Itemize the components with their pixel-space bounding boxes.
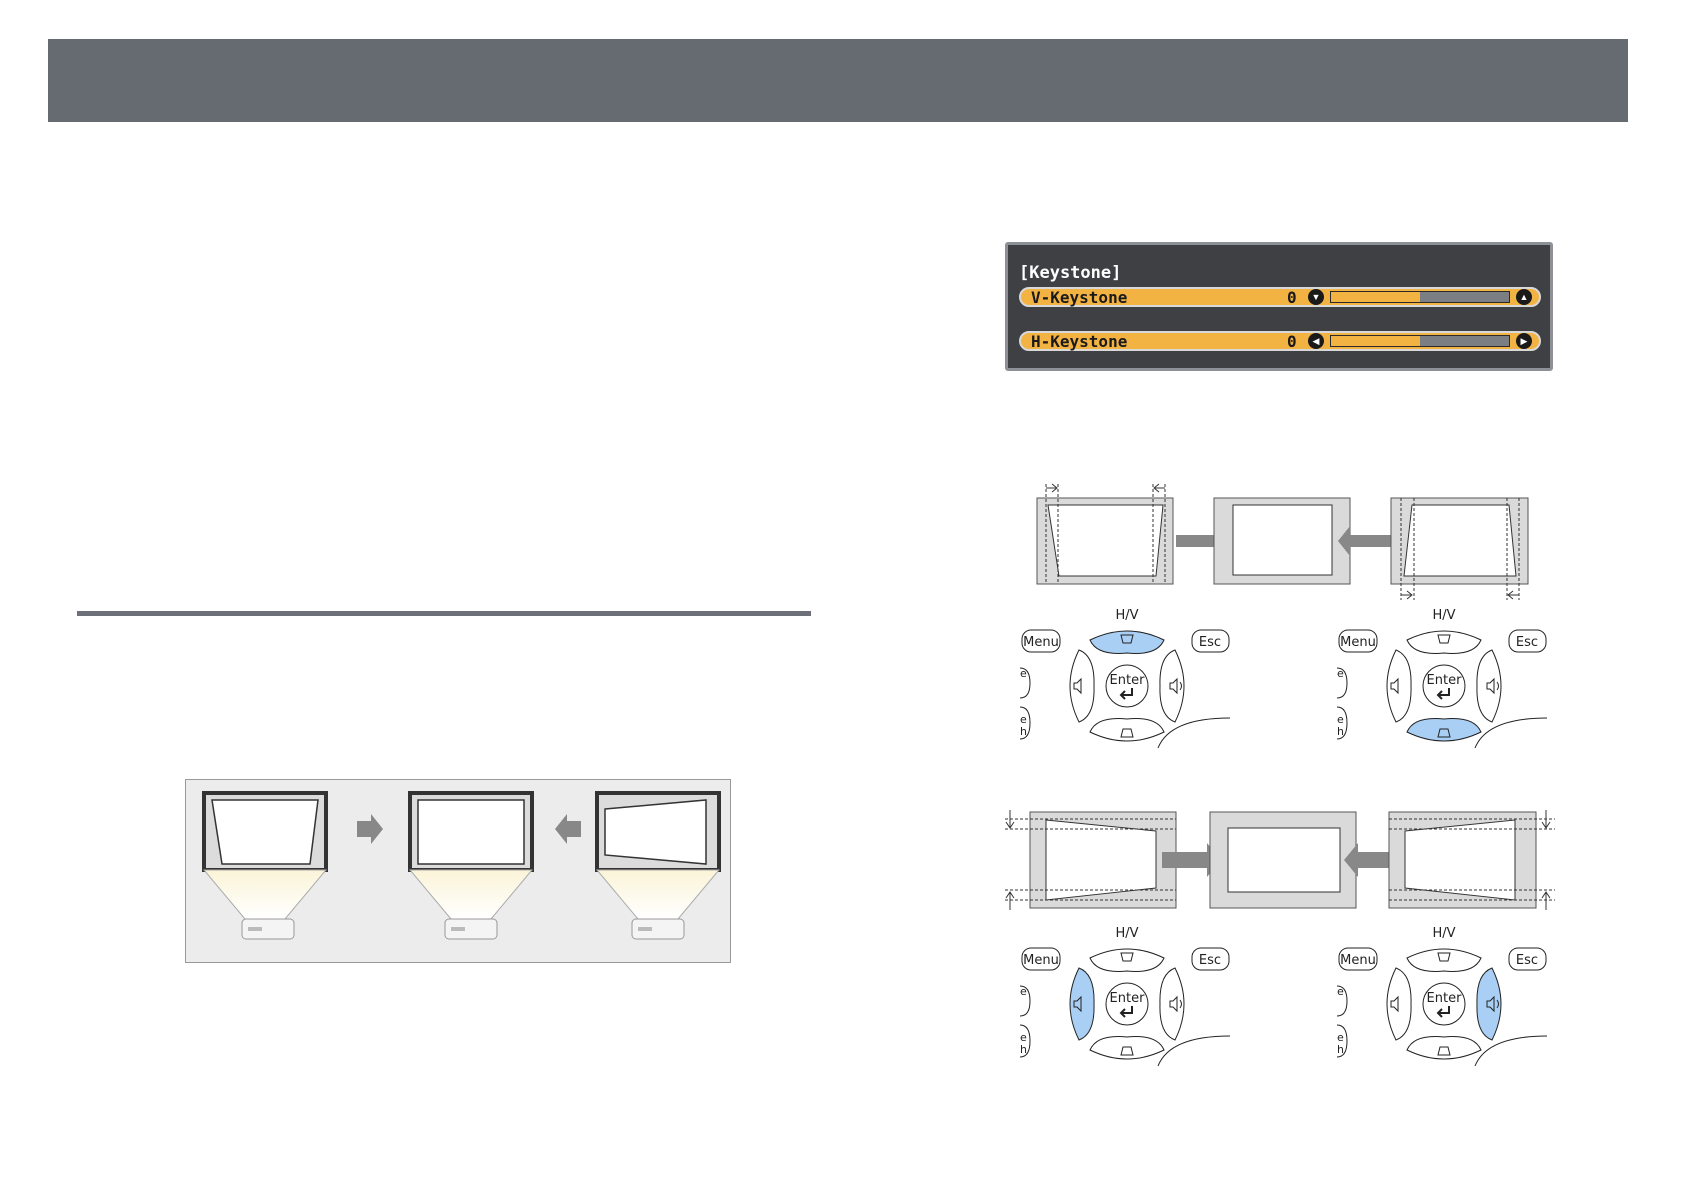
v-keystone-diagram: [1010, 478, 1555, 606]
screen-bottom-narrow: [1391, 498, 1528, 600]
v-keystone-row[interactable]: V-Keystone 0 ▼ ▲: [1019, 287, 1541, 307]
h-keystone-diagram: [1005, 800, 1555, 912]
v-keystone-slider-fill: [1331, 292, 1420, 302]
arrow-left-icon: [1338, 526, 1394, 556]
remote-body-edge: [1158, 718, 1230, 748]
keystone-up-button: [1090, 631, 1164, 653]
cut-label-h: h: [1020, 1043, 1027, 1056]
cut-label-e: e: [1337, 985, 1344, 998]
keystone-up-button: [1090, 949, 1164, 971]
keystone-down-button: [1407, 1037, 1481, 1059]
cut-label-e: e: [1020, 667, 1027, 680]
hv-label: H/V: [1432, 608, 1455, 623]
v-keystone-label: V-Keystone: [1031, 289, 1127, 306]
screen-top-narrow: [1037, 484, 1173, 584]
remote-body-edge: [1475, 1036, 1547, 1066]
hv-label: H/V: [1115, 608, 1138, 623]
keystone-correction-illustration: [185, 779, 731, 963]
menu-label: Menu: [1340, 953, 1376, 968]
screen-left-narrow: [1389, 810, 1555, 910]
remote-body-edge: [1158, 1036, 1230, 1066]
menu-label: Menu: [1340, 635, 1376, 650]
volume-up-button: [1160, 650, 1184, 722]
header-bar: [48, 39, 1628, 122]
remote-body-edge: [1475, 718, 1547, 748]
h-keystone-label: H-Keystone: [1031, 333, 1127, 350]
esc-label: Esc: [1516, 635, 1538, 650]
triangle-down-icon[interactable]: ▼: [1308, 289, 1324, 305]
esc-label: Esc: [1199, 635, 1221, 650]
h-keystone-value: 0: [1287, 333, 1297, 350]
osd-title: [Keystone]: [1019, 263, 1121, 283]
triangle-left-icon[interactable]: ◀: [1308, 333, 1324, 349]
menu-label: Menu: [1023, 953, 1059, 968]
enter-label: Enter: [1110, 673, 1146, 688]
cut-label-e: e: [1337, 667, 1344, 680]
cut-label-h: h: [1020, 725, 1027, 738]
triangle-right-icon[interactable]: ▶: [1516, 333, 1532, 349]
cut-label-e: e: [1020, 985, 1027, 998]
v-keystone-value: 0: [1287, 289, 1297, 306]
keystone-down-button: [1090, 1037, 1164, 1059]
h-keystone-slider-fill: [1331, 336, 1420, 346]
screen-right-narrow: [1005, 810, 1176, 910]
screen-corrected: [1210, 812, 1356, 908]
esc-label: Esc: [1516, 953, 1538, 968]
volume-up-button: [1477, 650, 1501, 722]
keystone-osd-panel: [Keystone] V-Keystone 0 ▼ ▲ H-Keystone 0…: [1005, 242, 1553, 371]
enter-label: Enter: [1427, 673, 1463, 688]
h-keystone-row[interactable]: H-Keystone 0 ◀ ▶: [1019, 331, 1541, 351]
esc-label: Esc: [1199, 953, 1221, 968]
enter-label: Enter: [1427, 991, 1463, 1006]
keystone-down-button: [1090, 719, 1164, 741]
keystone-up-button: [1407, 949, 1481, 971]
keystone-up-button: [1407, 631, 1481, 653]
triangle-up-icon[interactable]: ▲: [1516, 289, 1532, 305]
volume-up-button: [1160, 968, 1184, 1040]
screen-corrected: [1214, 498, 1350, 584]
hv-label: H/V: [1432, 926, 1455, 941]
keystone-down-button: [1407, 719, 1481, 741]
menu-label: Menu: [1023, 635, 1059, 650]
h-keystone-slider[interactable]: [1330, 335, 1510, 347]
remote-panel-v-up: H/VMenuEsceehEnter: [1010, 605, 1240, 755]
volume-up-button: [1477, 968, 1501, 1040]
v-keystone-slider[interactable]: [1330, 291, 1510, 303]
cut-label-h: h: [1337, 1043, 1344, 1056]
cut-label-h: h: [1337, 725, 1344, 738]
enter-label: Enter: [1110, 991, 1146, 1006]
section-divider: [77, 611, 811, 616]
hv-label: H/V: [1115, 926, 1138, 941]
